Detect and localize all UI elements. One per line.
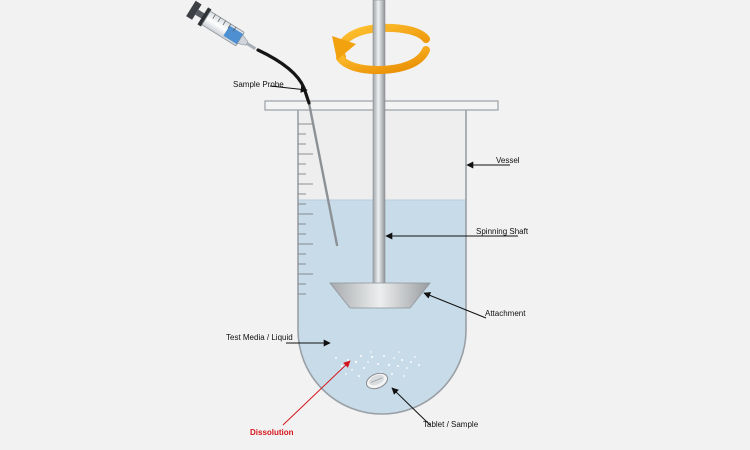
label-tablet-sample: Tablet / Sample: [423, 420, 479, 429]
pointer-tablet: [391, 387, 431, 426]
syringe-icon: [186, 0, 257, 50]
pointer-dissolution: [282, 360, 351, 426]
pointer-attachment: [423, 292, 487, 319]
pointer-sample-probe: [269, 85, 308, 93]
tablet-icon: [365, 372, 389, 390]
sample-probe: [307, 101, 339, 247]
label-dissolution: Dissolution: [250, 428, 294, 437]
label-sample-probe: Sample Probe: [233, 80, 284, 89]
label-vessel: Vessel: [496, 156, 520, 165]
dissolution-particles: [335, 351, 420, 377]
label-spinning-shaft: Spinning Shaft: [476, 227, 529, 236]
spinning-shaft: [372, 0, 386, 293]
label-test-media: Test Media / Liquid: [226, 333, 293, 342]
label-attachment: Attachment: [485, 309, 526, 318]
sample-tubing: [256, 48, 311, 105]
graduation-scale: [298, 123, 313, 295]
paddle-attachment: [329, 282, 431, 309]
rotation-arrow-front: [332, 36, 430, 75]
